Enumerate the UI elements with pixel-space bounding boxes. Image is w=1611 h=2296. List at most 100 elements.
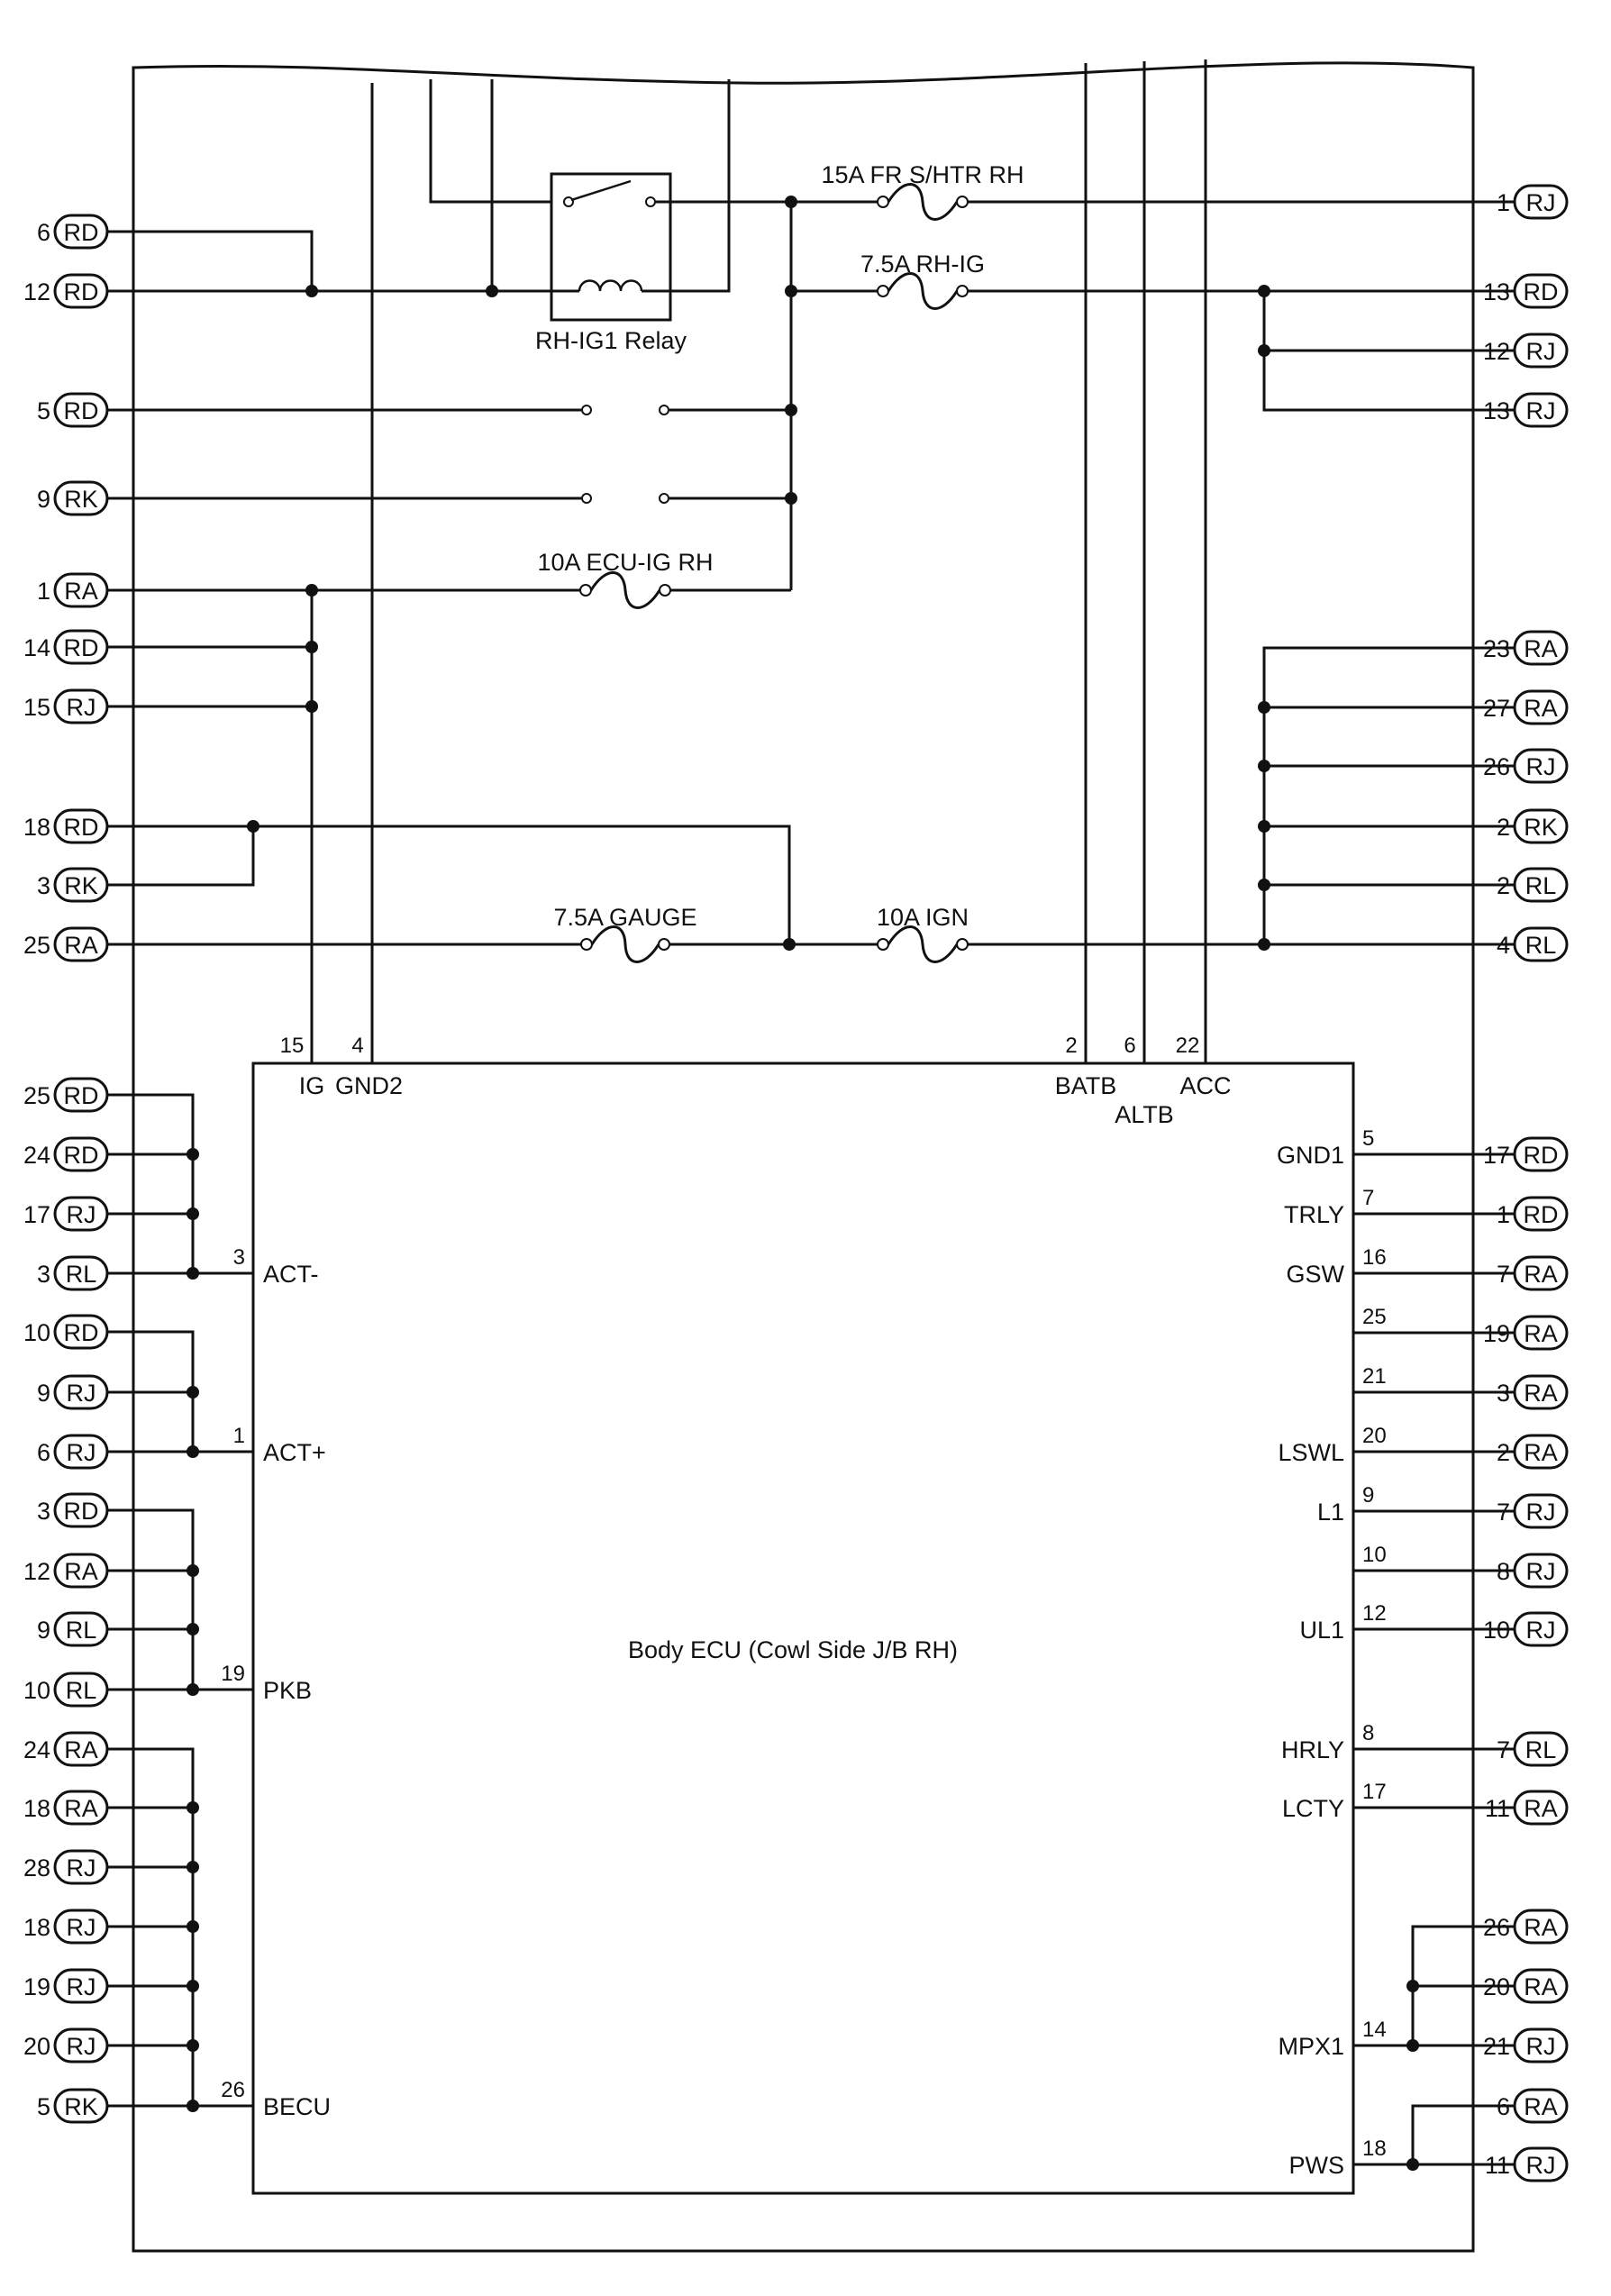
connector-code: RD <box>1524 1201 1559 1228</box>
connector-oval <box>1513 1968 1569 2004</box>
pin-number: 8 <box>1362 1721 1374 1745</box>
connector-oval <box>1513 273 1569 309</box>
pin-number: 7 <box>1362 1186 1374 1210</box>
connector-code: RA <box>1524 635 1558 662</box>
fuse-gauge: 7.5A GAUGE <box>553 904 697 963</box>
connector-code: RJ <box>1526 2152 1556 2179</box>
connector-oval <box>1513 1255 1569 1291</box>
connector-terminal: RL7 <box>1497 1731 1569 1767</box>
connector-code: RL <box>1525 872 1557 899</box>
connector-oval <box>53 273 109 309</box>
connector-oval <box>53 1849 109 1885</box>
connector-terminal: RA3 <box>1497 1374 1569 1410</box>
connector-pin: 6 <box>37 219 50 246</box>
fuse-ign-label: 10A IGN <box>877 904 969 931</box>
connector-oval <box>1513 926 1569 962</box>
right-connectors: RJ1RD13RJ12RJ13RA23RA27RJ26RK2RL2RL4RD17… <box>1483 184 1569 2182</box>
pin-name: BECU <box>263 2093 331 2120</box>
connector-code: RK <box>64 2093 98 2120</box>
connector-oval <box>53 1909 109 1945</box>
connector-oval <box>1513 748 1569 784</box>
connector-code: RJ <box>1526 753 1556 780</box>
connector-code: RK <box>64 486 98 513</box>
fuse-ecu-ig: 10A ECU-IG RH <box>537 549 714 609</box>
pin-number: 9 <box>1362 1483 1374 1508</box>
connector-code: RL <box>66 1261 97 1288</box>
connector-pin: 19 <box>1483 1320 1510 1347</box>
pin-number: 10 <box>1362 1543 1387 1567</box>
pin-name: L1 <box>1317 1499 1344 1526</box>
connector-oval <box>1513 333 1569 369</box>
connector-terminal: RL9 <box>37 1611 109 1647</box>
connector-pin: 3 <box>37 1261 50 1288</box>
connector-pin: 4 <box>1497 932 1510 959</box>
connector-code: RD <box>64 219 99 246</box>
connector-code: RL <box>1525 932 1557 959</box>
connector-code: RJ <box>1526 2033 1556 2060</box>
connector-code: RJ <box>67 1973 96 2000</box>
pin-number: 26 <box>221 2078 245 2102</box>
relay-coil-icon <box>578 279 643 292</box>
connector-terminal: RA1 <box>37 572 109 608</box>
connector-oval <box>53 2027 109 2064</box>
connector-code: RK <box>1524 814 1558 841</box>
connector-oval <box>53 572 109 608</box>
connector-terminal: RA6 <box>1497 2088 1569 2124</box>
connector-pin: 2 <box>1497 872 1510 899</box>
connector-pin: 27 <box>1483 695 1510 722</box>
connector-terminal: RK9 <box>37 480 109 516</box>
connector-oval <box>53 1077 109 1113</box>
pin-number: 4 <box>351 1034 363 1058</box>
open-contacts <box>581 405 669 504</box>
connector-pin: 12 <box>1483 338 1510 365</box>
fuse-ign: 10A IGN <box>877 904 969 963</box>
connector-oval <box>1513 2146 1569 2182</box>
pin-number: 18 <box>1362 2137 1387 2161</box>
pin-number: 16 <box>1362 1245 1387 1270</box>
connector-pin: 14 <box>23 634 50 661</box>
fuse-rh-ig-label: 7.5A RH-IG <box>860 251 985 278</box>
connector-code: RJ <box>67 694 96 721</box>
rh-ig1-relay: RH-IG1 Relay <box>535 172 687 354</box>
connector-oval <box>1513 2088 1569 2124</box>
connector-oval <box>53 1136 109 1172</box>
connector-oval <box>1513 808 1569 844</box>
connector-pin: 10 <box>23 1319 50 1346</box>
pin-name: HRLY <box>1281 1736 1344 1763</box>
connector-oval <box>53 392 109 428</box>
connector-pin: 7 <box>1497 1499 1510 1526</box>
connector-pin: 12 <box>23 1558 50 1585</box>
connector-oval <box>53 1731 109 1767</box>
connector-pin: 3 <box>1497 1380 1510 1407</box>
connector-code: RA <box>1524 2093 1558 2120</box>
connector-code: RJ <box>67 1380 96 1407</box>
connector-terminal: RJ 26 <box>1483 748 1569 784</box>
body-ecu: Body ECU (Cowl Side J/B RH) <box>251 1061 1355 2195</box>
pin-number: 6 <box>1124 1034 1135 1058</box>
connector-pin: 26 <box>1483 753 1510 780</box>
fuse-fr-shtr: 15A FR S/HTR RH <box>821 161 1024 221</box>
